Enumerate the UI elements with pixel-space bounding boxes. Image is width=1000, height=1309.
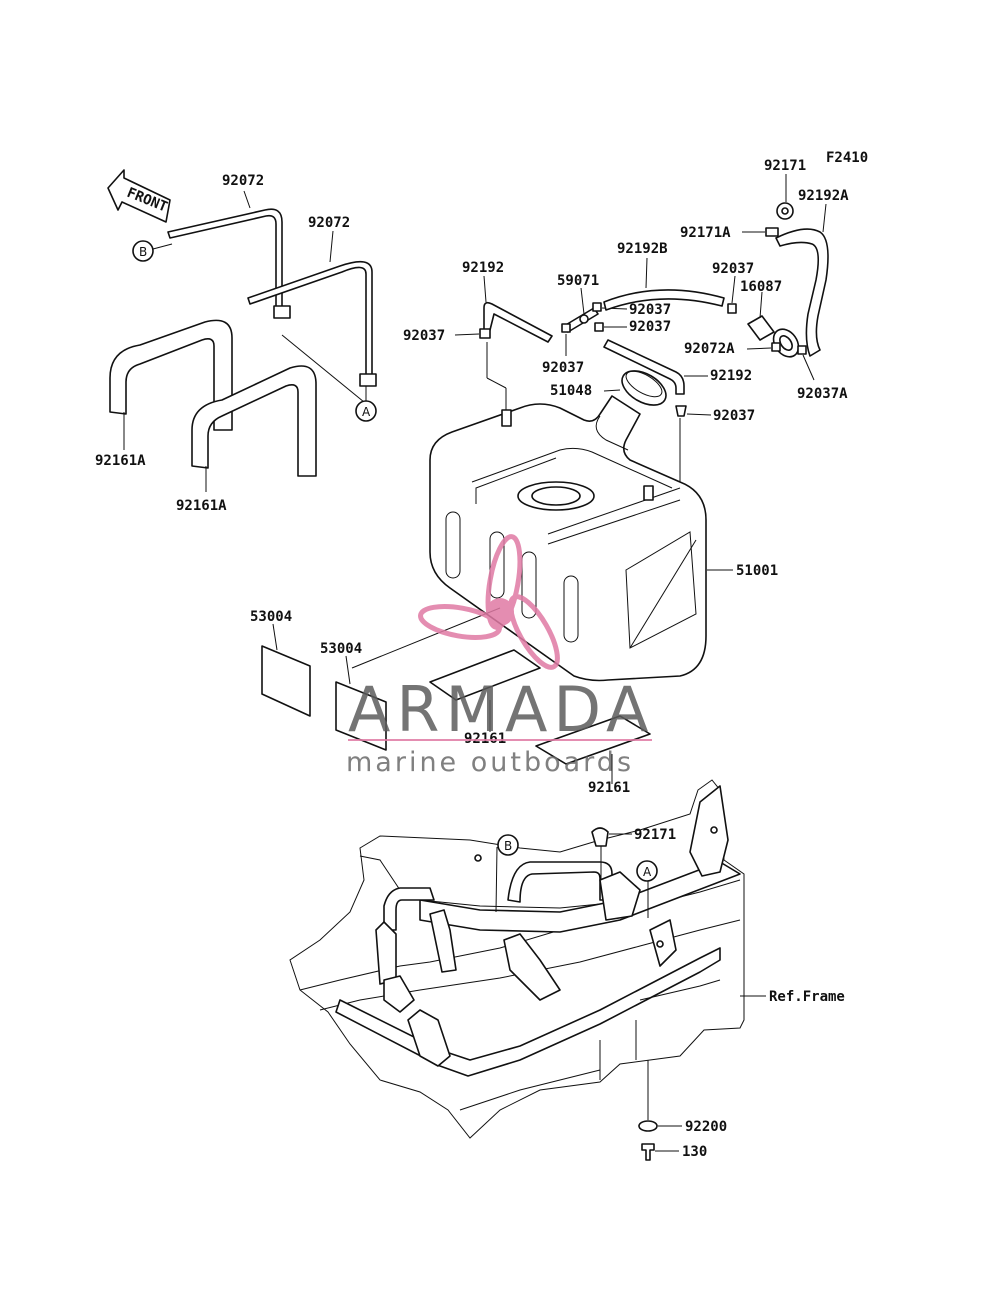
fuel-cap-51048: [621, 370, 667, 406]
figure-code: F2410: [826, 150, 868, 166]
label-92192-a: 92192: [462, 260, 504, 276]
label-92200: 92200: [685, 1119, 727, 1135]
ref-b-marker: B: [132, 240, 173, 262]
clip-92037-filler: [675, 405, 687, 417]
clip-92037-a: [592, 302, 602, 312]
ref-a-marker-frame: A: [636, 860, 658, 918]
label-92037-2: 92037: [629, 302, 671, 318]
propeller-logo: [418, 534, 560, 670]
label-92037-5: 92037: [712, 261, 754, 277]
bolt-130: [641, 1143, 655, 1161]
label-51048: 51048: [550, 383, 592, 399]
clamp-92171A: [765, 227, 779, 237]
label-59071: 59071: [557, 273, 599, 289]
clip-92037-right: [727, 303, 737, 314]
label-92192B: 92192B: [617, 241, 668, 257]
tank-pad-92161-a: [429, 649, 541, 701]
clip-92037A: [797, 345, 807, 355]
vent-hose-left: [483, 301, 553, 343]
watermark-subtitle: marine outboards: [346, 747, 634, 778]
ref-a-marker-top: A: [355, 400, 377, 422]
label-92037-3: 92037: [629, 319, 671, 335]
svg-text:B: B: [139, 245, 147, 259]
vehicle-frame: [289, 779, 745, 1139]
label-92037-6: 92037: [713, 408, 755, 424]
watermark-title: ARMADA: [348, 673, 654, 746]
label-92037-1: 92037: [403, 328, 445, 344]
clip-92037-b: [594, 322, 604, 332]
label-130: 130: [682, 1144, 707, 1160]
clip-92072A: [771, 342, 781, 352]
clip-92037-c: [561, 323, 571, 333]
washer-92200: [638, 1120, 658, 1132]
ref-b-marker-frame: B: [495, 834, 519, 913]
clip-92037-left: [479, 328, 491, 339]
label-92192-b: 92192: [710, 368, 752, 384]
label-51001: 51001: [736, 563, 778, 579]
label-92072A: 92072A: [684, 341, 735, 357]
label-92072-b: 92072: [308, 215, 350, 231]
tank-strap-rear: [167, 208, 377, 387]
label-sheet-53004-a: [261, 645, 311, 717]
label-92171: 92171: [764, 158, 806, 174]
label-sheet-53004-b: [335, 681, 387, 751]
filter-16087: [747, 315, 800, 358]
svg-text:A: A: [643, 865, 652, 879]
label-92161A-b: 92161A: [176, 498, 227, 514]
label-92037-4: 92037: [542, 360, 584, 376]
label-ref-frame: Ref.Frame: [769, 989, 845, 1005]
front-arrow: FRONT: [107, 169, 171, 223]
label-92171A: 92171A: [680, 225, 731, 241]
hose-92192B: [603, 289, 725, 311]
rubber-pad-left: [109, 319, 233, 431]
label-92037A: 92037A: [797, 386, 848, 402]
svg-text:A: A: [362, 405, 371, 419]
label-53004-b: 53004: [320, 641, 362, 657]
label-92161-b: 92161: [588, 780, 630, 796]
label-53004-a: 53004: [250, 609, 292, 625]
armada-watermark: ARMADA marine outboards: [346, 534, 654, 778]
label-16087: 16087: [740, 279, 782, 295]
label-92192A: 92192A: [798, 188, 849, 204]
clamp-92171: [776, 202, 794, 220]
label-92072-a: 92072: [222, 173, 264, 189]
label-92161A-a: 92161A: [95, 453, 146, 469]
rubber-pad-right: [191, 365, 317, 477]
hose-92192A: [775, 228, 829, 357]
label-92171-b: 92171: [634, 827, 676, 843]
clamp-92171-frame: [591, 827, 609, 880]
vent-hose-right: [603, 339, 685, 395]
svg-text:B: B: [504, 839, 512, 853]
